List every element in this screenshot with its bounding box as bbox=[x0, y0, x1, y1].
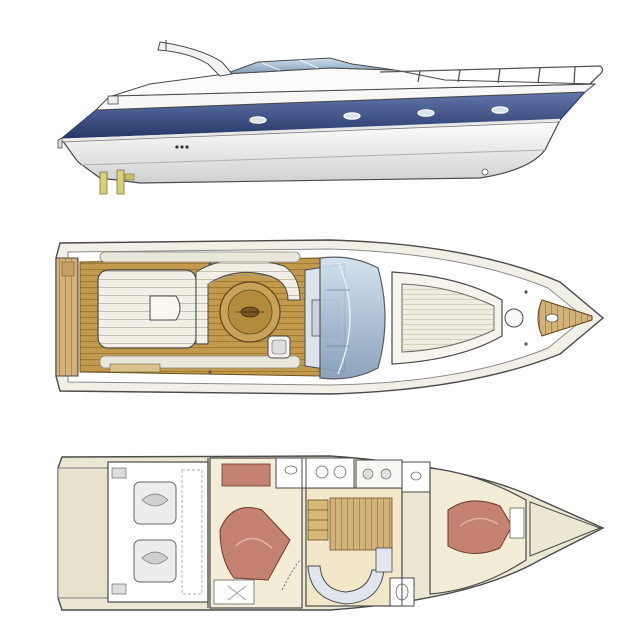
interior-layout-view bbox=[57, 455, 605, 611]
foredeck-hatch bbox=[504, 308, 524, 328]
porthole-1 bbox=[249, 116, 267, 124]
swim-platform bbox=[55, 257, 79, 377]
forepeak bbox=[529, 501, 602, 557]
radar-arch bbox=[157, 41, 233, 77]
bow-pulpit bbox=[537, 299, 593, 337]
bow-rail bbox=[379, 65, 604, 85]
stern-drives bbox=[99, 169, 135, 195]
interior-stern-area bbox=[57, 467, 109, 599]
porthole-2 bbox=[343, 112, 361, 120]
windscreen bbox=[224, 57, 396, 75]
porthole-4 bbox=[491, 106, 509, 114]
aft-sunpad bbox=[97, 269, 197, 349]
porthole-3 bbox=[417, 109, 435, 117]
aft-cabin-berth bbox=[219, 507, 291, 581]
galley bbox=[305, 457, 355, 489]
bow-sunpad bbox=[401, 283, 495, 353]
deck-plan-view bbox=[55, 239, 605, 395]
forward-cabin-berth bbox=[447, 500, 513, 554]
deck-windscreen bbox=[319, 256, 386, 380]
salon-teak-sole bbox=[329, 497, 393, 551]
side-profile-view bbox=[57, 40, 604, 195]
companionway-stairs bbox=[307, 499, 329, 541]
